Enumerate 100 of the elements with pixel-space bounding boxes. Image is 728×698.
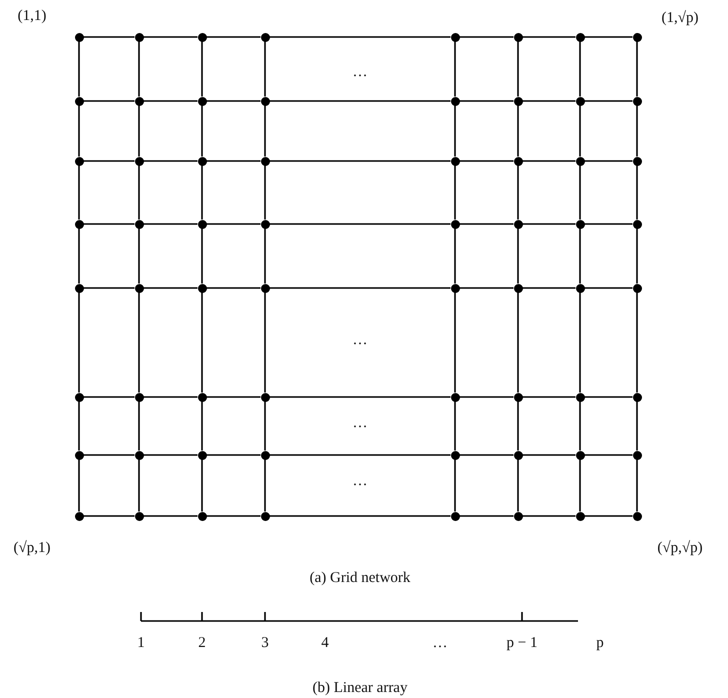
grid-link-line	[144, 515, 198, 517]
grid-node-dot	[576, 284, 584, 292]
grid-node-dot	[576, 220, 584, 228]
grid-link-line	[201, 402, 203, 450]
grid-node-dot	[134, 284, 144, 292]
grid-link-line	[138, 42, 140, 96]
grid-node-dot	[134, 512, 144, 520]
grid-link-line	[78, 166, 80, 220]
grid-node-dot	[260, 450, 270, 460]
grid-node-dot	[74, 392, 84, 402]
grid-link-line	[460, 160, 514, 162]
grid-link-line	[78, 292, 80, 392]
grid-link-line	[206, 515, 260, 517]
grid-link-line	[270, 223, 450, 225]
grid-link-line	[454, 42, 456, 96]
grid-link-line	[84, 396, 134, 398]
grid-link-line	[460, 454, 514, 456]
grid-link-line	[584, 287, 632, 289]
grid-node-dot	[74, 220, 84, 228]
grid-node-dot	[198, 220, 206, 228]
grid-link-line	[206, 287, 260, 289]
grid-node-dot	[260, 512, 270, 520]
grid-link-line	[517, 292, 519, 392]
tick-label: p	[596, 634, 604, 652]
grid-link-line	[460, 36, 514, 38]
grid-link-line	[584, 454, 632, 456]
grid-node-dot	[74, 450, 84, 460]
grid-link-line	[84, 100, 134, 102]
grid-link-line	[138, 292, 140, 392]
grid-link-line	[454, 460, 456, 512]
grid-link-line	[201, 460, 203, 512]
grid-link-line	[84, 287, 134, 289]
grid-node-dot	[134, 450, 144, 460]
grid-node-dot	[134, 220, 144, 228]
grid-node-dot	[514, 220, 522, 228]
grid-node-dot	[198, 450, 206, 460]
coordinate-label: (1,1)	[18, 8, 46, 24]
grid-link-line	[579, 166, 581, 220]
grid-link-line	[636, 166, 638, 220]
grid-node-dot	[450, 284, 460, 292]
grid-node-dot	[74, 32, 84, 42]
grid-node-dot	[632, 220, 642, 228]
grid-link-line	[517, 42, 519, 96]
grid-node-dot	[514, 392, 522, 402]
grid-link-line	[579, 292, 581, 392]
grid-link-line	[636, 228, 638, 284]
grid-link-line	[144, 223, 198, 225]
grid-link-line	[517, 106, 519, 156]
grid-node-dot	[450, 450, 460, 460]
grid-link-line	[522, 36, 576, 38]
grid-link-line	[270, 396, 450, 398]
grid-link-line	[522, 396, 576, 398]
grid-node-dot	[576, 512, 584, 520]
grid-link-line	[84, 454, 134, 456]
grid-link-line	[517, 228, 519, 284]
grid-link-line	[522, 160, 576, 162]
grid-node-dot	[198, 392, 206, 402]
grid-link-line	[460, 396, 514, 398]
grid-link-line	[454, 292, 456, 392]
grid-link-line	[206, 100, 260, 102]
grid-node-dot	[576, 450, 584, 460]
grid-link-line	[78, 402, 80, 450]
grid-link-line	[144, 454, 198, 456]
grid-link-line	[206, 160, 260, 162]
grid-link-line	[636, 460, 638, 512]
tick-label: 3	[261, 634, 269, 652]
grid-node-dot	[198, 512, 206, 520]
grid-node-dot	[260, 392, 270, 402]
grid-link-line	[264, 228, 266, 284]
grid-node-dot	[514, 512, 522, 520]
grid-link-line	[579, 42, 581, 96]
grid-link-line	[636, 106, 638, 156]
grid-node-dot	[74, 512, 84, 520]
grid-node-dot	[576, 96, 584, 106]
grid-link-line	[579, 228, 581, 284]
tick-label: 1	[137, 634, 145, 652]
grid-node-dot	[514, 32, 522, 42]
grid-link-line	[84, 36, 134, 38]
grid-node-dot	[74, 156, 84, 166]
grid-link-line	[84, 160, 134, 162]
caption: (b) Linear array	[312, 680, 408, 696]
grid-link-line	[460, 287, 514, 289]
ellipsis: …	[352, 472, 368, 490]
grid-link-line	[454, 228, 456, 284]
grid-link-line	[517, 460, 519, 512]
grid-link-line	[454, 106, 456, 156]
grid-link-line	[517, 166, 519, 220]
grid-link-line	[138, 106, 140, 156]
grid-node-dot	[450, 96, 460, 106]
grid-link-line	[78, 42, 80, 96]
grid-node-dot	[198, 32, 206, 42]
grid-node-dot	[74, 284, 84, 292]
grid-link-line	[579, 402, 581, 450]
grid-link-line	[201, 106, 203, 156]
grid-node-dot	[260, 220, 270, 228]
grid-node-dot	[514, 96, 522, 106]
grid-link-line	[636, 42, 638, 96]
grid-node-dot	[260, 284, 270, 292]
grid-node-dot	[632, 450, 642, 460]
grid-link-line	[78, 460, 80, 512]
